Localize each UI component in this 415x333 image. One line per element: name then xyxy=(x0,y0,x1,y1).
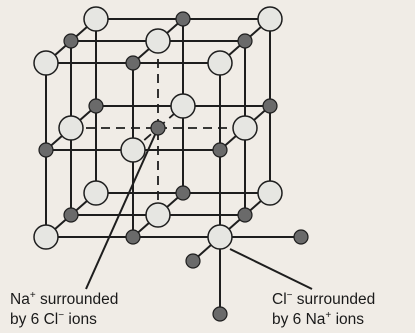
lattice-ions xyxy=(33,6,309,322)
sodium-ion xyxy=(88,98,104,114)
sodium-ion xyxy=(212,306,228,322)
chloride-ion xyxy=(145,28,171,54)
cl-caption: Cl− surrounded by 6 Na+ ions xyxy=(272,290,375,330)
chloride-ion xyxy=(83,6,109,32)
chloride-ion xyxy=(170,93,196,119)
chloride-ion xyxy=(120,137,146,163)
chloride-ion xyxy=(83,180,109,206)
sodium-ion xyxy=(175,11,191,27)
sodium-ion xyxy=(237,33,253,49)
cl-caption-line-2: by 6 Na+ ions xyxy=(272,309,365,328)
sodium-ion xyxy=(63,33,79,49)
cl-pointer-line xyxy=(229,248,313,290)
sodium-ion xyxy=(175,185,191,201)
sodium-ion xyxy=(125,55,141,71)
sodium-ion xyxy=(150,120,166,136)
chloride-ion xyxy=(207,50,233,76)
sodium-ion xyxy=(185,253,201,269)
na-caption-line-2: by 6 Cl− ions xyxy=(10,309,97,328)
chloride-ion xyxy=(145,202,171,228)
na-caption: Na+ surrounded by 6 Cl− ions xyxy=(10,290,118,330)
chloride-ion xyxy=(58,115,84,141)
sodium-ion xyxy=(63,207,79,223)
na-caption-line-1: Na+ surrounded xyxy=(10,289,119,308)
sodium-ion xyxy=(38,142,54,158)
chloride-ion xyxy=(257,180,283,206)
chloride-ion xyxy=(257,6,283,32)
sodium-ion xyxy=(237,207,253,223)
cl-caption-line-1: Cl− surrounded xyxy=(272,289,376,308)
sodium-ion xyxy=(125,229,141,245)
pointer-lines xyxy=(85,127,313,290)
sodium-ion xyxy=(212,142,228,158)
sodium-ion xyxy=(293,229,309,245)
chloride-ion xyxy=(33,50,59,76)
lattice-bonds xyxy=(45,18,301,314)
chloride-ion xyxy=(232,115,258,141)
sodium-ion xyxy=(262,98,278,114)
chloride-ion xyxy=(33,224,59,250)
na-pointer-line xyxy=(85,127,159,290)
chloride-ion xyxy=(207,224,233,250)
